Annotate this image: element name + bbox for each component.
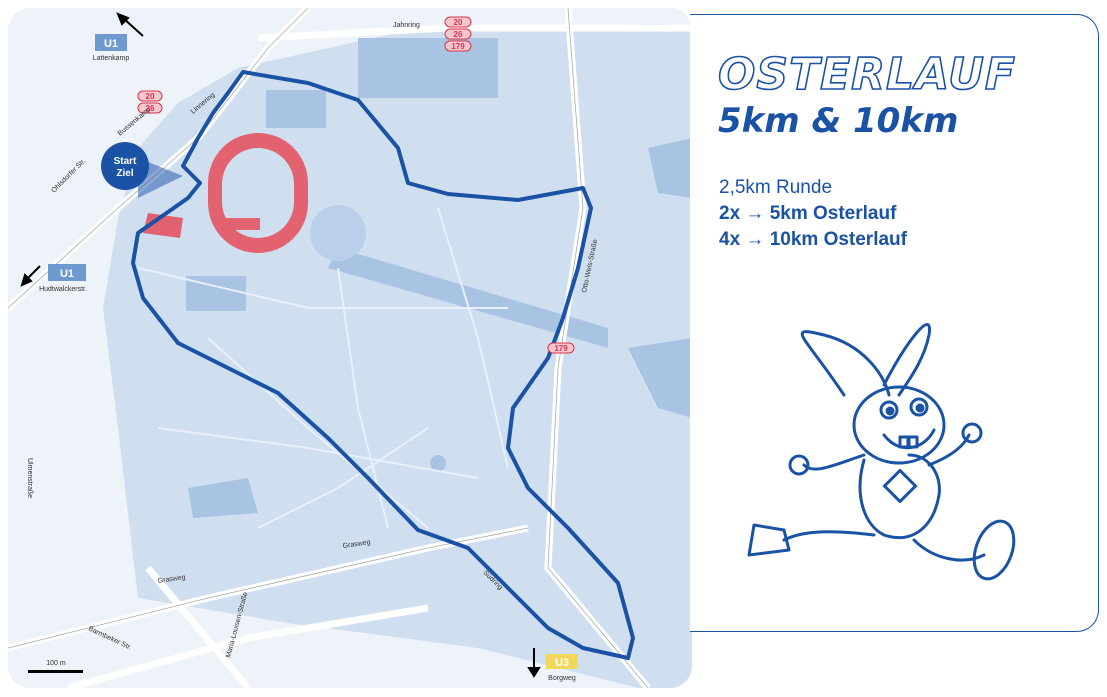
bus-line: 26: [146, 104, 155, 113]
building-block: [266, 90, 326, 128]
subway-lattenkamp[interactable]: U1 Lattenkamp: [93, 34, 130, 62]
bus-line: 20: [146, 92, 155, 101]
bus-stop-lattenkamp[interactable]: 20 26: [137, 90, 163, 114]
start-finish-marker[interactable]: [101, 142, 149, 190]
bus-line: 26: [454, 30, 463, 39]
street-label-ulmenstrasse: Ulmenstraße: [26, 458, 33, 498]
subway-line: U3: [555, 657, 569, 669]
station-name: Borgweg: [548, 675, 576, 682]
subway-hudtwalckerstr[interactable]: U1 Hudtwalckerstr.: [39, 264, 87, 293]
lake-area: [628, 338, 692, 418]
scale-bar: 100 m: [28, 660, 83, 673]
start-pointer: [138, 158, 183, 198]
map-canvas: Start Ziel U1 Lattenkamp U1 Hudtwalckers…: [8, 8, 692, 688]
stadium-field: [222, 148, 294, 238]
direction-arrows: [20, 12, 541, 678]
building-block: [358, 38, 498, 98]
finish-label: Ziel: [116, 168, 133, 179]
bus-stop-otto-wels[interactable]: 179: [547, 342, 575, 354]
stadtpark-lawn: [328, 248, 608, 348]
bus-line: 20: [454, 18, 463, 27]
stadium-stand: [226, 218, 260, 230]
park-paths: [137, 207, 509, 529]
planetarium: [310, 205, 366, 261]
building-block: [188, 478, 258, 518]
subway-borgweg[interactable]: U3 Borgweg: [546, 654, 578, 682]
subway-line: U1: [104, 38, 118, 50]
bus-stop-jahnring[interactable]: 20 26 179: [444, 16, 472, 52]
pond: [430, 455, 446, 471]
bus-line: 179: [451, 42, 465, 51]
lap-distance: 2,5km Runde: [719, 177, 833, 198]
distance-5km: 2x → 5km Osterlauf: [719, 203, 897, 224]
station-name: Hudtwalckerstr.: [39, 286, 87, 293]
sports-hall: [143, 213, 183, 238]
start-label: Start: [114, 156, 137, 167]
street-label-grasweg-west: Grasweg: [157, 574, 186, 585]
running-bunny-mascot-icon: [747, 323, 1016, 581]
park-area: [103, 24, 692, 688]
bus-line: 179: [554, 344, 568, 353]
race-route[interactable]: [131, 70, 635, 660]
street-label-jahnring: Jahnring: [393, 22, 420, 29]
street-label-grasweg: Grasweg: [342, 539, 371, 550]
event-info-card: OSTERLAUF 5km & 10km 2,5km Runde 2x → 5k…: [690, 14, 1099, 632]
event-subtitle: 5km & 10km: [718, 101, 959, 141]
route-map[interactable]: Start Ziel U1 Lattenkamp U1 Hudtwalckers…: [8, 8, 692, 688]
event-title: OSTERLAUF: [717, 48, 1016, 101]
building-block: [648, 138, 692, 198]
scale-label: 100 m: [46, 660, 66, 667]
subway-line: U1: [60, 268, 74, 280]
distance-10km: 4x → 10km Osterlauf: [719, 229, 907, 250]
station-name: Lattenkamp: [93, 55, 130, 62]
